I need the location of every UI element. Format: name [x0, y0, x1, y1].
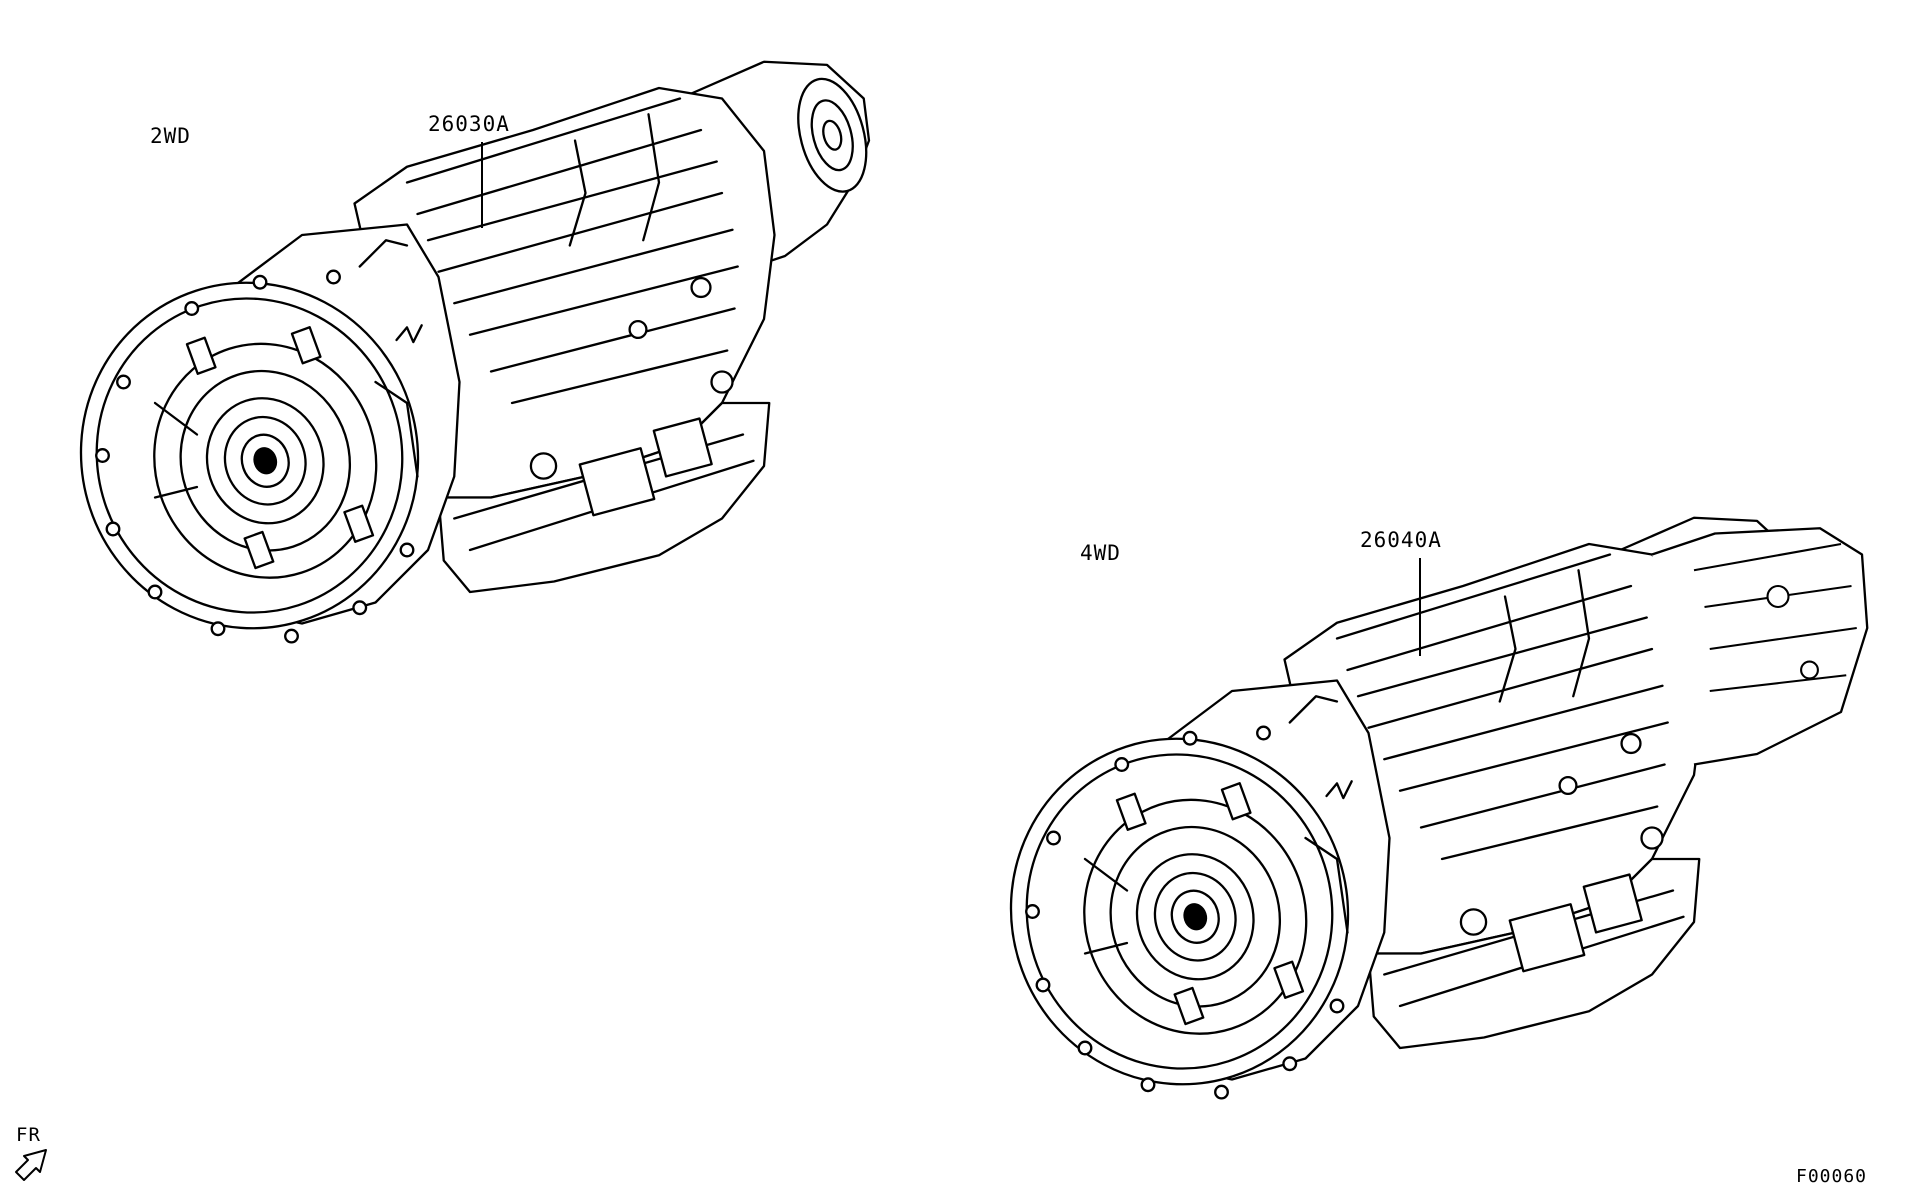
transmission-2wd-drawing: [35, 60, 879, 674]
transmission-4wd-drawing: [965, 516, 1869, 1130]
variant-label-2wd: 2WD: [150, 124, 191, 148]
part-number-label-4wd[interactable]: 26040A: [1360, 528, 1442, 552]
front-direction-arrow-icon: [15, 1149, 47, 1181]
variant-label-4wd: 4WD: [1080, 541, 1121, 565]
direction-label: FR: [16, 1124, 41, 1146]
part-number-label-2wd[interactable]: 26030A: [428, 112, 510, 136]
figure-code: F00060: [1796, 1166, 1868, 1187]
